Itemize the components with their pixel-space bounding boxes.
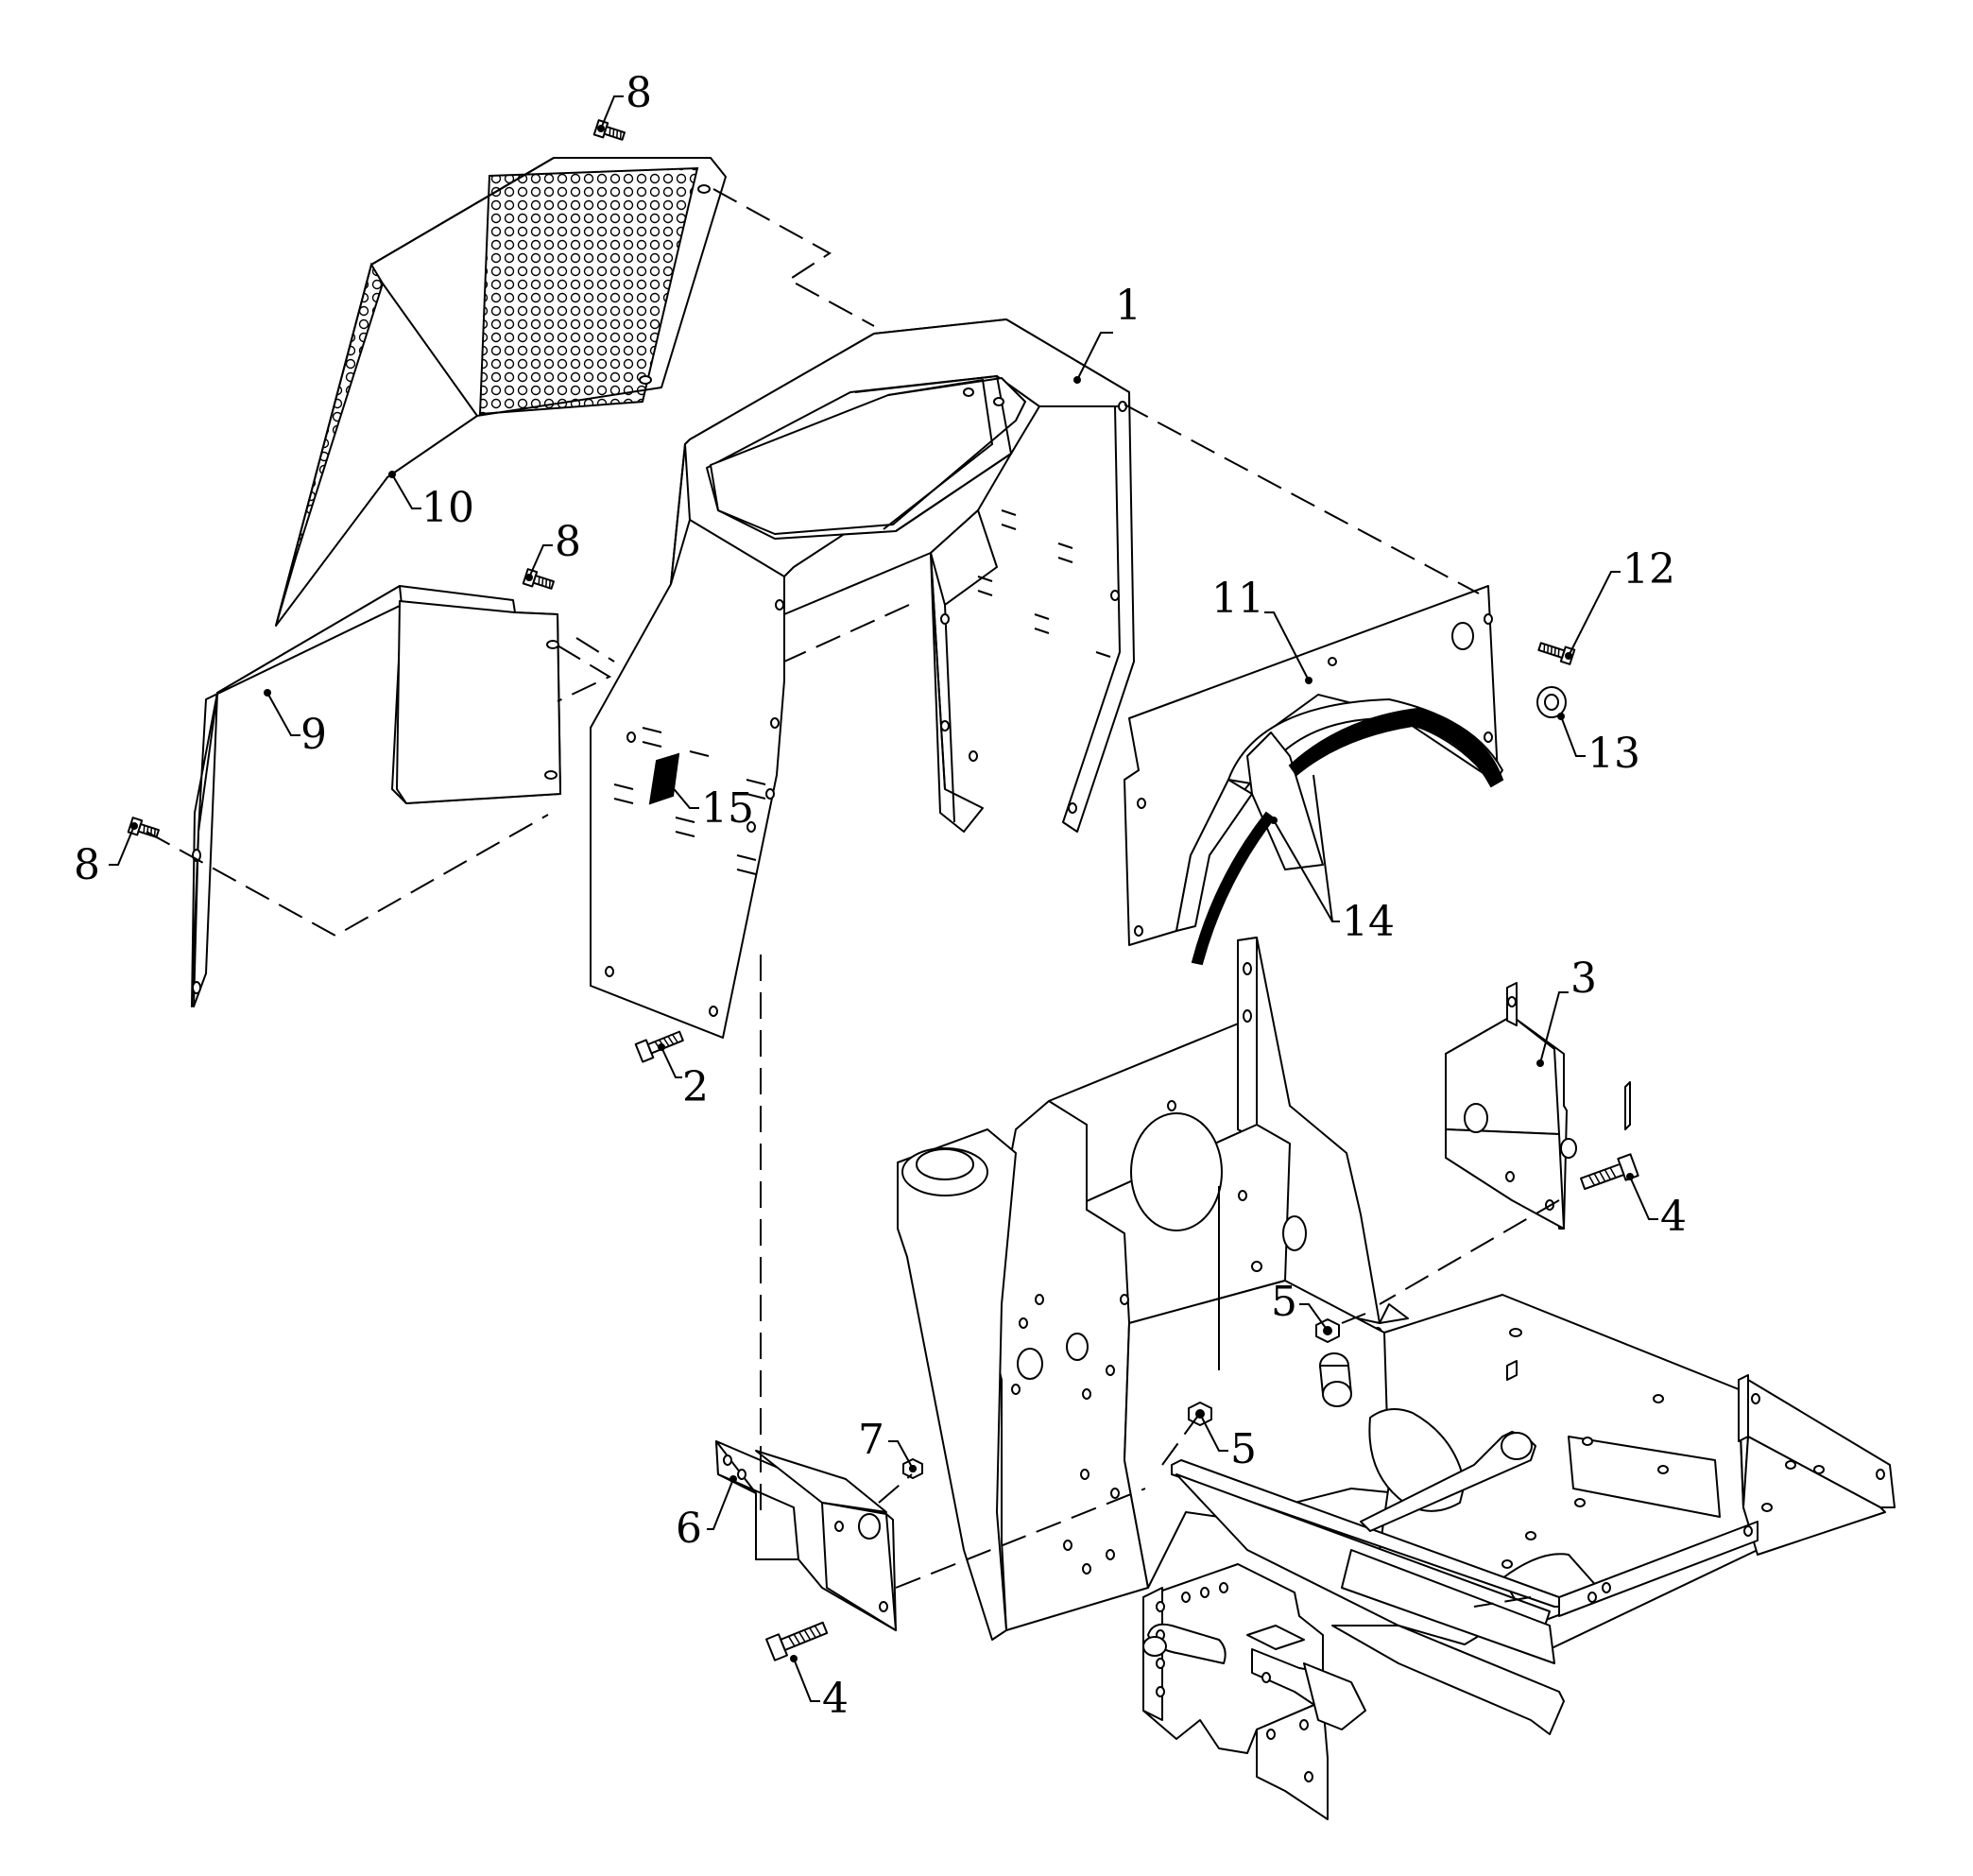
callout-12: 12 <box>1622 545 1675 594</box>
bracket-lower <box>715 1440 897 1631</box>
callout-1: 1 <box>1115 282 1141 330</box>
callout-14: 14 <box>1342 898 1395 946</box>
callout-10: 10 <box>421 484 474 532</box>
washer <box>1536 686 1567 718</box>
callout-5a: 5 <box>1271 1278 1297 1326</box>
callout-9: 9 <box>300 711 327 759</box>
console-frame <box>590 318 1135 1039</box>
screen-panel <box>275 157 727 627</box>
callout-8a: 8 <box>626 69 652 117</box>
callout-15: 15 <box>701 784 754 833</box>
callout-8b: 8 <box>555 518 581 566</box>
bolt <box>634 1030 684 1063</box>
callout-4b: 4 <box>822 1675 849 1723</box>
callout-4a: 4 <box>1660 1193 1687 1241</box>
side-panel <box>191 585 561 1007</box>
callout-3: 3 <box>1570 955 1597 1003</box>
callout-7: 7 <box>858 1416 884 1464</box>
screw <box>1537 642 1576 665</box>
callout-13: 13 <box>1587 730 1640 778</box>
callout-8c: 8 <box>74 841 100 889</box>
leader-lines <box>109 95 1658 1702</box>
callout-5b: 5 <box>1230 1425 1257 1473</box>
rear-plate <box>1124 585 1504 966</box>
callout-2: 2 <box>682 1063 709 1111</box>
main-chassis <box>897 937 1896 1820</box>
bolt <box>765 1621 829 1661</box>
screw <box>522 568 555 590</box>
bracket <box>1445 982 1631 1230</box>
callout-labels: 1 2 3 4 4 5 5 6 7 8 8 8 9 10 11 12 13 14… <box>74 69 1687 1723</box>
screw <box>592 119 626 141</box>
callout-6: 6 <box>676 1505 702 1553</box>
callout-11: 11 <box>1211 575 1264 623</box>
assembly-lines <box>146 188 1560 1608</box>
